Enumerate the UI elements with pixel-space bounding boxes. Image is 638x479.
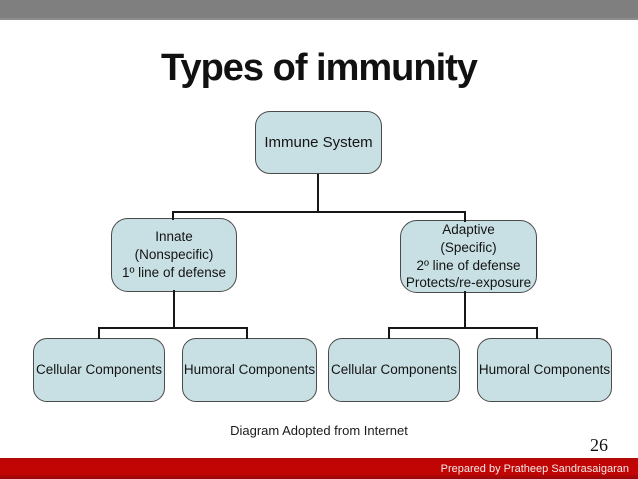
connector-root-right-drop xyxy=(464,211,466,222)
node-adaptive: Adaptive (Specific) 2º line of defense P… xyxy=(400,220,537,293)
connector-root-left-drop xyxy=(172,211,174,220)
connector-innate-branch xyxy=(98,327,248,329)
node-adaptive-humoral-components: Humoral Components xyxy=(477,338,612,402)
node-innate-humoral-components: Humoral Components xyxy=(182,338,317,402)
node-adaptive-cellular-components: Cellular Components xyxy=(328,338,460,402)
footer-red-bar: Prepared by Pratheep Sandrasaigaran xyxy=(0,458,638,479)
node-innate-cellular-components: Cellular Components xyxy=(33,338,165,402)
connector-innate-left-drop xyxy=(98,327,100,339)
connector-root-branch xyxy=(172,211,466,213)
footer-credit: Prepared by Pratheep Sandrasaigaran xyxy=(440,462,629,475)
connector-innate-right-drop xyxy=(246,327,248,339)
node-immune-system: Immune System xyxy=(255,111,382,174)
top-gray-bar xyxy=(0,0,638,20)
node-innate: Innate (Nonspecific) 1º line of defense xyxy=(111,218,237,292)
connector-adaptive-trunk xyxy=(464,291,466,329)
connector-adaptive-left-drop xyxy=(388,327,390,339)
connector-adaptive-branch xyxy=(388,327,538,329)
connector-adaptive-right-drop xyxy=(536,327,538,339)
page-title: Types of immunity xyxy=(161,47,478,89)
connector-innate-trunk xyxy=(173,290,175,329)
connector-root-trunk xyxy=(317,174,319,213)
diagram-source-caption: Diagram Adopted from Internet xyxy=(230,423,408,438)
page-number: 26 xyxy=(590,435,608,455)
